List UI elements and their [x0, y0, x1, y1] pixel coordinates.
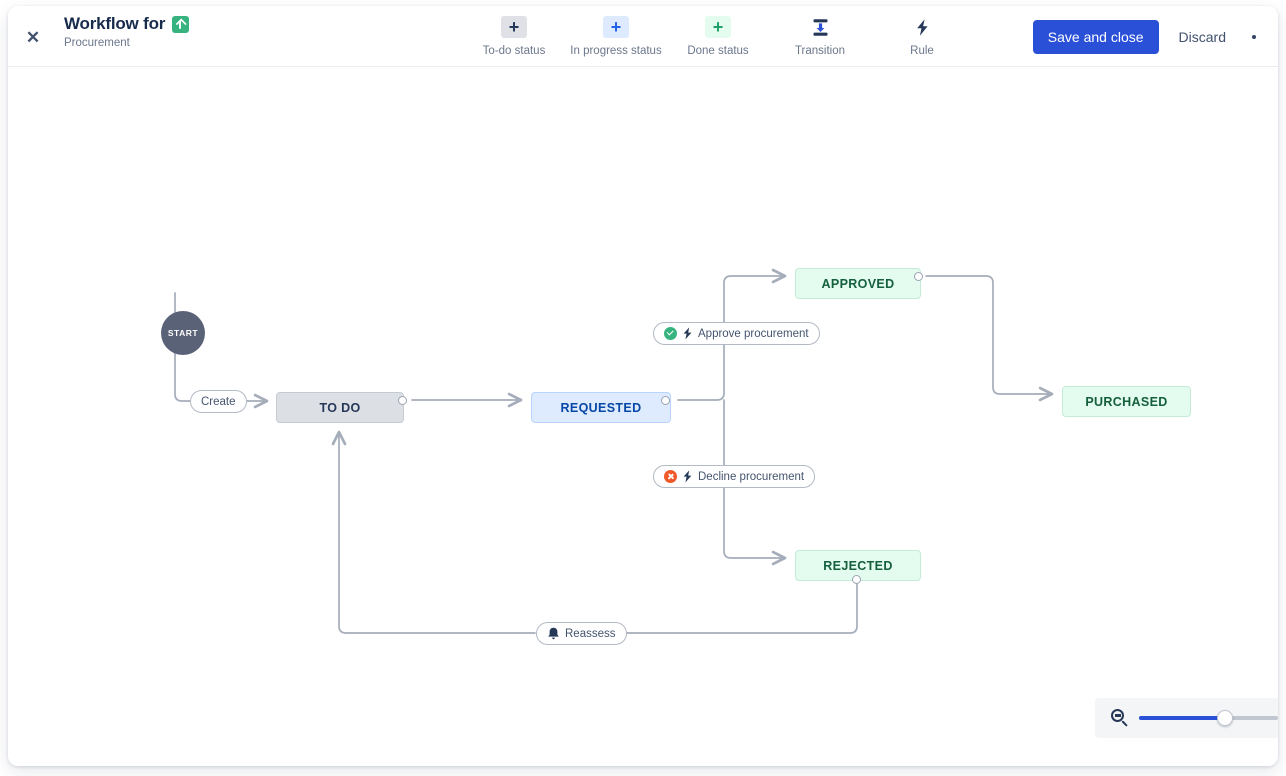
tool-in-progress-status[interactable]: + In progress status	[565, 12, 667, 57]
status-node-label: PURCHASED	[1085, 394, 1168, 409]
page-title: Workflow for	[64, 14, 166, 33]
more-options-icon[interactable]	[1242, 23, 1266, 51]
tool-label: In progress status	[570, 45, 662, 57]
status-node-todo[interactable]: TO DO	[276, 392, 404, 423]
start-node[interactable]: START	[161, 311, 205, 355]
tool-todo-status[interactable]: + To-do status	[463, 12, 565, 57]
title-row: Workflow for	[64, 14, 190, 34]
zoom-out-icon[interactable]	[1111, 709, 1129, 727]
title-block: Workflow for Procurement	[64, 14, 190, 49]
zoom-slider-fill	[1139, 716, 1226, 720]
status-node-purchased[interactable]: PURCHASED	[1062, 386, 1191, 417]
node-port-rejected-bottom[interactable]	[852, 575, 861, 584]
tool-transition[interactable]: Transition	[769, 12, 871, 57]
transition-create[interactable]: Create	[190, 390, 247, 413]
transition-label: Reassess	[565, 627, 616, 640]
transition-label: Approve procurement	[698, 327, 809, 340]
tool-label: To-do status	[482, 45, 546, 57]
workflow-canvas[interactable]: START TO DO REQUESTED APPROVED REJECTED …	[8, 67, 1278, 766]
rule-lightning-icon	[683, 327, 692, 340]
tool-label: Done status	[687, 45, 749, 57]
transition-decline-procurement[interactable]: Decline procurement	[653, 465, 816, 488]
node-port-todo-right[interactable]	[398, 396, 407, 405]
transition-label: Decline procurement	[698, 470, 805, 483]
status-node-requested[interactable]: REQUESTED	[531, 392, 671, 423]
save-and-close-button[interactable]: Save and close	[1032, 20, 1159, 54]
close-icon[interactable]: ✕	[25, 27, 41, 47]
tool-done-status[interactable]: + Done status	[667, 12, 769, 57]
status-error-icon	[664, 470, 677, 483]
transition-label: Create	[201, 395, 236, 408]
plus-icon: +	[705, 16, 731, 38]
green-up-arrow-badge-icon	[172, 15, 190, 33]
status-node-approved[interactable]: APPROVED	[795, 268, 921, 299]
workflow-edges	[174, 268, 1054, 634]
rule-lightning-icon	[683, 470, 692, 483]
zoom-slider[interactable]	[1139, 708, 1278, 728]
status-node-label: REJECTED	[823, 558, 893, 573]
tool-label: Rule	[910, 45, 934, 57]
transition-approve-procurement[interactable]: Approve procurement	[653, 322, 820, 345]
status-node-label: REQUESTED	[560, 400, 642, 415]
rule-lightning-icon	[909, 16, 935, 38]
header-actions: Save and close Discard	[1032, 20, 1266, 54]
tool-rule[interactable]: Rule	[871, 12, 973, 57]
condition-flag-icon	[548, 627, 559, 640]
workflow-editor-window: ✕ Workflow for Procurement + To-do statu…	[8, 6, 1278, 766]
start-label: START	[167, 328, 199, 338]
zoom-slider-thumb[interactable]	[1217, 710, 1234, 726]
status-ok-icon	[664, 327, 677, 340]
status-node-label: TO DO	[319, 400, 361, 415]
zoom-control[interactable]	[1095, 698, 1278, 738]
plus-icon: +	[501, 16, 527, 38]
transition-icon	[807, 16, 833, 38]
status-node-label: APPROVED	[821, 276, 895, 291]
transition-reassess[interactable]: Reassess	[536, 622, 627, 645]
editor-header: ✕ Workflow for Procurement + To-do statu…	[8, 6, 1278, 67]
tool-label: Transition	[794, 45, 846, 57]
workflow-subtitle: Procurement	[64, 37, 130, 49]
plus-icon: +	[603, 16, 629, 38]
discard-button[interactable]: Discard	[1165, 20, 1240, 54]
editor-toolbar: + To-do status + In progress status + Do…	[463, 12, 973, 57]
node-port-approved-right[interactable]	[914, 272, 923, 281]
node-port-requested-right[interactable]	[661, 396, 670, 405]
